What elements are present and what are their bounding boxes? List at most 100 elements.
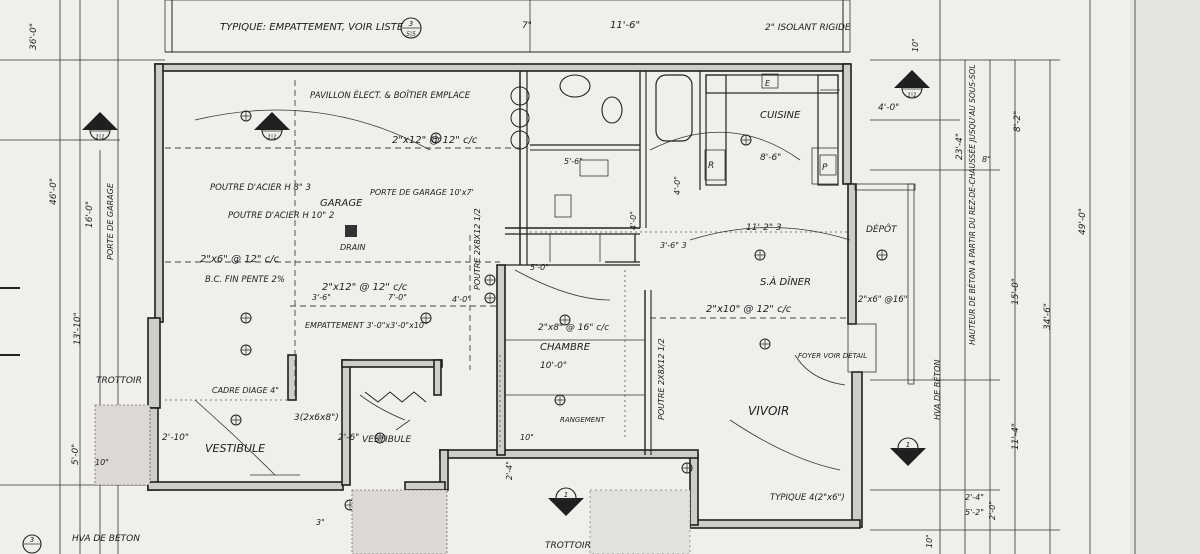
beam-note-1: POUTRE D'ACIER H 8" 3 [210,183,311,193]
dim-left-13-10: 13'-10" [73,312,83,345]
dim-mid-2-10: 2'-10" [162,433,189,443]
insulation-note: 2" ISOLANT RIGIDE [765,23,851,33]
bedroom-dim: 10'-0" [540,361,567,371]
paper-edge-shadow [1130,0,1200,554]
light-fixtures [230,110,888,511]
drain-label: DRAIN [340,243,366,252]
kitchen-label: CUISINE [760,110,801,121]
dim-left-36-0: 36'-0" [29,23,39,50]
callout-marker-right-top: 2 1|1 [894,70,930,99]
svg-text:1|1: 1|1 [907,92,917,99]
closet-label: RANGEMENT [560,416,605,424]
left-vertical-note: PORTE DE GARAGE [106,182,115,260]
typical-footing-note: TYPIQUE: EMPATTEMENT, VOIR LISTE [220,22,404,33]
left-margin-lines [0,0,165,554]
dim-bottom-10: 10" [520,433,534,442]
slab-note: B.C. FIN PENTE 2% [205,275,285,285]
section-callouts: 3 5|5 2 1|1 1 1|1 2 1|1 1 [22,17,930,554]
dim-mid-5-6: 5'-6" [564,157,583,166]
pantry-joist: 2"x6" @16" [858,295,908,305]
right-margin-lines [870,0,1136,554]
annotations: TYPIQUE: EMPATTEMENT, VOIR LISTE 2" ISOL… [29,20,1088,551]
dim-right-8: 8" [982,155,991,164]
stair-label: 3(2x6x8") [294,413,339,423]
beam-lines [165,80,850,450]
kitchen-dim: 8'-6" [760,153,781,163]
dim-mid-4-0: 4'-0" [452,295,471,304]
garage-door-note: PORTE DE GARAGE 10'x7' [370,188,474,197]
roof-note: PAVILLON ÉLECT. & BOÎTIER EMPLACE [310,89,471,101]
stair-symbol [364,391,427,403]
dim-mid-5-0: 5'-0" [530,263,549,272]
dim-bottom-3: 3" [316,518,325,527]
door-swings [194,109,851,476]
dim-right-8-2: 8'-2" [1013,111,1023,132]
dim-mid-2-6: 2'-6" [338,433,359,443]
trottoir-label-1: TROTTOIR [96,376,142,386]
svg-text:1: 1 [564,491,568,499]
hatched-areas [94,225,691,554]
callout-marker-left: 2 1|1 [82,112,118,141]
svg-text:1: 1 [906,441,910,449]
bathroom-fixtures [510,74,693,218]
dim-right-11-4: 11'-4" [1011,423,1021,450]
callout-marker-garage: 1 1|1 [254,112,290,141]
exterior-walls [147,63,916,529]
callout-marker-bottom: 1 1|1 [548,487,584,516]
dining-joists: 2"x10" @ 12" c/c [706,304,792,315]
pantry-label: DÉPÔT [866,223,898,235]
svg-text:2: 2 [98,123,103,131]
dim-right-2-4: 2'-4" [965,493,984,502]
dim-left-46-0: 46'-0" [49,178,59,205]
dim-right-23-4: 23'-4" [955,133,965,160]
interior-partitions [505,71,701,455]
dim-right-15-0: 15'-0" [1011,278,1021,305]
small-marks: P E R [250,79,840,476]
joists-garage-2: 2"x12" @ 12" c/c [322,282,408,293]
dim-mid-3-6b: 3'-6" 3 [660,241,687,250]
beam-note-2: POUTRE D'ACIER H 10" 2 [228,211,334,221]
dim-right-5-2: 5'-2" [965,508,984,517]
typical-lintel: TYPIQUE 4(2"x6") [770,493,845,503]
svg-text:2: 2 [910,81,915,89]
vertical-right-note: HAUTEUR DE BÉTON À PARTIR DU REZ-DE-CHAU… [968,64,977,345]
svg-text:3: 3 [409,20,413,28]
svg-text:1: 1 [270,123,274,131]
top-foundation-area [164,0,851,53]
callout-marker-right-bottom: 1 1|1 [890,437,926,466]
fireplace-note: FOYER VOIR DÉTAIL [798,351,867,360]
svg-text:1|1: 1|1 [95,134,105,141]
dim-left-16-0: 16'-0" [85,201,95,228]
dim-right-2-0: 2'-0" [988,501,997,520]
callout-marker-bottom-left: 3 [22,534,42,554]
living-label: VIVOIR [748,404,789,418]
lintel-note: CADRE DIAGE 4" [212,386,279,395]
joists-garage-3: 2"x6" @ 12" c/c [200,254,280,265]
svg-text:5|5: 5|5 [406,31,416,38]
hva-wall-note: HVA DE BÉTON [931,360,942,420]
vestibule-label-1: VESTIBULE [205,442,265,455]
dim-mid-3-6: 3'-6" [312,293,331,302]
vestibule-label-2: VESTIBULE [362,435,411,445]
joists-garage: 2"x12" @ 12" c/c [392,135,478,146]
dim-mid-4-0c: 4'-0" [673,176,682,195]
dim-bottom-10b: 10" [925,534,934,548]
bedroom-label: CHAMBRE [540,342,591,353]
dining-label: S.À DÎNER [760,275,811,288]
dim-left-10: 10" [95,458,109,467]
svg-text:E: E [765,79,771,88]
dim-right-34-6: 34'-6" [1043,303,1053,330]
svg-text:3: 3 [30,536,34,544]
callout-marker-top: 3 5|5 [400,17,422,39]
dim-mid-4-0b: 4'-0" [629,211,638,230]
dim-bottom-2-4: 2'-4" [505,461,514,480]
svg-text:1|1: 1|1 [903,452,913,459]
hva-note: HVA DE BETON [72,534,140,544]
dim-right-49-0: 49'-0" [1078,208,1088,235]
dim-right-10: 10" [911,38,920,52]
dim-right-4-0: 4'-0" [878,103,899,113]
dining-dim: 11'-2" 3 [746,223,782,233]
trottoir-label-2: TROTTOIR [545,541,591,551]
